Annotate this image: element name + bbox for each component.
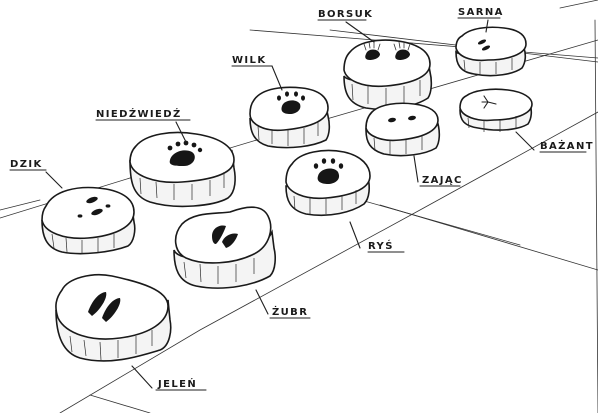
deer-track-icon (88, 292, 121, 322)
stone-jelen (55, 274, 172, 362)
badger-track-icon (363, 41, 411, 60)
stone-dzik (41, 186, 136, 255)
label-text-rys: RYŚ (368, 239, 394, 252)
stone-borsuk (343, 39, 433, 111)
stone-sarna (455, 26, 527, 77)
stone-bazant (459, 88, 533, 132)
label-niedzwiedz: NIEDŹWIEDŹ (95, 107, 191, 143)
label-text-sarna: SARNA (458, 7, 504, 18)
label-sarna: SARNA (457, 7, 504, 33)
stone-rys (285, 149, 371, 217)
label-text-borsuk: BORSUK (318, 9, 373, 20)
label-borsuk: BORSUK (317, 9, 375, 43)
wolf-track-icon (277, 91, 305, 114)
label-bazant: BAŻANT (515, 131, 594, 153)
label-wilk: WILK (231, 55, 283, 91)
stone-zajac (365, 102, 441, 157)
label-dzik: DZIK (9, 159, 63, 189)
label-zajac: ZAJĄC (413, 155, 463, 187)
label-text-dzik: DZIK (10, 159, 43, 170)
label-text-zubr: ŻUBR (272, 304, 308, 318)
label-zubr: ŻUBR (255, 289, 311, 319)
stone-niedzwiedz (129, 131, 236, 208)
label-text-niedzwiedz: NIEDŹWIEDŹ (96, 107, 182, 120)
label-text-jelen: JELEŃ (157, 377, 197, 390)
stone-wilk (249, 86, 331, 149)
bison-track-icon (212, 225, 238, 248)
hare-track-icon (388, 115, 416, 123)
pheasant-track-icon (481, 95, 497, 109)
label-text-bazant: BAŻANT (540, 138, 594, 152)
roe-deer-track-icon (477, 39, 491, 51)
bear-track-icon (167, 140, 203, 166)
lynx-track-icon (313, 158, 344, 184)
label-rys: RYŚ (349, 221, 405, 253)
boar-track-icon (77, 196, 111, 218)
label-text-zajac: ZAJĄC (422, 175, 463, 186)
label-jelen: JELEŃ (131, 365, 207, 391)
label-text-wilk: WILK (232, 55, 266, 66)
stone-zubr (173, 206, 276, 289)
